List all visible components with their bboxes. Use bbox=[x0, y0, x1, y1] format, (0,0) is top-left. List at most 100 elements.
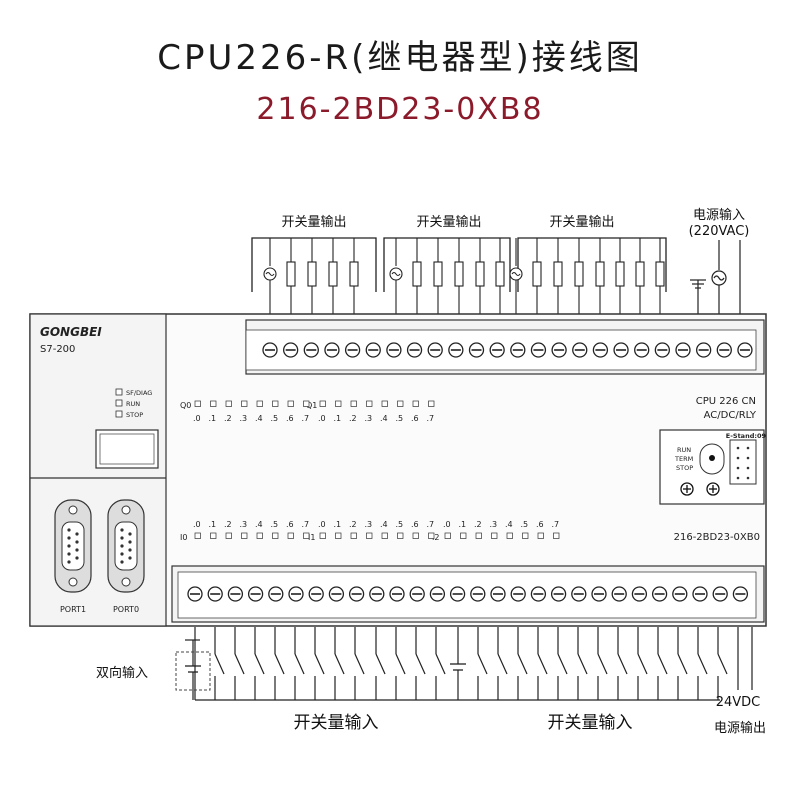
estand-label: E-Stand:09 bbox=[726, 432, 767, 440]
relay-coil-icon bbox=[286, 261, 296, 287]
terminal-screw-icon bbox=[262, 342, 278, 358]
io-indicator bbox=[335, 532, 342, 539]
input-wiring bbox=[185, 627, 753, 701]
terminal-screw-icon bbox=[389, 586, 405, 602]
diagram-title: CPU226-R(继电器型)接线图 bbox=[157, 38, 643, 78]
io-indicator bbox=[428, 400, 435, 407]
terminal-screw-icon bbox=[551, 342, 567, 358]
io-indicator bbox=[335, 400, 342, 407]
terminal-screw-icon bbox=[468, 342, 485, 358]
power-input-spec: (220VAC) bbox=[689, 224, 750, 239]
io-indicator bbox=[210, 532, 217, 539]
part-number-label: 216-2BD23-0XB0 bbox=[674, 532, 760, 543]
input-indicators: .0.1.2.3.4.5.6.7.0.1.2.3.4.5.6.7.0.1.2.3… bbox=[193, 520, 560, 539]
terminal-screw-icon bbox=[611, 586, 627, 602]
switch-contact-icon bbox=[375, 627, 386, 700]
bit-label: .0 bbox=[318, 520, 326, 529]
switch-contact-icon bbox=[577, 627, 588, 700]
io-indicator bbox=[444, 532, 451, 539]
terminal-screw-icon bbox=[651, 586, 668, 602]
switch-contact-icon bbox=[294, 627, 305, 700]
bit-label: .2 bbox=[349, 414, 357, 423]
status-leds bbox=[115, 388, 123, 418]
model-label: CPU 226 CN bbox=[696, 396, 756, 407]
bit-label: .2 bbox=[349, 520, 357, 529]
terminal-screw-icon bbox=[429, 586, 446, 602]
i2-label: I2 bbox=[432, 533, 439, 542]
bit-label: .7 bbox=[302, 520, 310, 529]
bidirectional-input-label: 双向输入 bbox=[96, 665, 148, 681]
io-indicator bbox=[475, 532, 482, 539]
bit-label: .3 bbox=[240, 520, 248, 529]
io-indicator bbox=[397, 400, 404, 407]
io-indicator bbox=[522, 532, 529, 539]
mode-switch-dot bbox=[709, 455, 715, 461]
relay-output-label-3: 开关量输出 bbox=[549, 214, 614, 230]
bit-label: .3 bbox=[365, 520, 373, 529]
terminal-screw-icon bbox=[510, 342, 526, 358]
relay-output-label-2: 开关量输出 bbox=[416, 214, 481, 230]
io-indicator bbox=[210, 400, 217, 407]
io-indicator bbox=[506, 532, 513, 539]
terminal-screw-icon bbox=[591, 586, 607, 602]
terminal-screw-icon bbox=[268, 586, 284, 602]
terminal-screw-icon bbox=[308, 586, 324, 602]
switch-contact-icon bbox=[254, 627, 265, 700]
switch-contact-icon bbox=[395, 627, 406, 700]
bit-label: .0 bbox=[193, 414, 201, 423]
bit-label: .2 bbox=[224, 520, 232, 529]
relay-coil-icon bbox=[532, 261, 542, 287]
expansion-port bbox=[729, 439, 757, 485]
relay-coil-icon bbox=[635, 261, 645, 287]
bit-label: .5 bbox=[521, 520, 529, 529]
relay-coil-icon bbox=[655, 261, 665, 287]
terminal-screw-icon bbox=[303, 342, 319, 358]
bit-label: .7 bbox=[302, 414, 310, 423]
switch-contact-icon bbox=[334, 627, 345, 700]
bit-label: .4 bbox=[505, 520, 513, 529]
switch-input-label-2: 开关量输入 bbox=[548, 713, 633, 733]
terminal-screw-icon bbox=[369, 586, 385, 602]
io-indicator bbox=[241, 400, 248, 407]
io-indicator bbox=[194, 532, 201, 539]
power-input-label: 电源输入 bbox=[693, 207, 745, 223]
terminal-screw-icon bbox=[732, 586, 749, 602]
terminal-screw-icon bbox=[613, 342, 629, 358]
terminal-screw-icon bbox=[207, 586, 223, 602]
switch-contact-icon bbox=[697, 627, 708, 700]
io-indicator bbox=[553, 532, 560, 539]
terminal-screw-icon bbox=[675, 342, 691, 358]
terminal-screw-icon bbox=[692, 586, 708, 602]
bit-label: .2 bbox=[224, 414, 232, 423]
bidirectional-input-box bbox=[175, 651, 211, 691]
db9-port-icon bbox=[107, 499, 145, 593]
bit-label: .1 bbox=[209, 414, 217, 423]
q1-label: Q1 bbox=[306, 401, 317, 410]
bit-label: .0 bbox=[443, 520, 451, 529]
terminal-screw-icon bbox=[634, 342, 650, 358]
q0-label: Q0 bbox=[180, 401, 191, 410]
terminal-screw-icon bbox=[672, 586, 688, 602]
io-indicator bbox=[319, 532, 326, 539]
output-group-frames bbox=[251, 237, 667, 292]
switch-contact-icon bbox=[517, 627, 528, 700]
bit-label: .3 bbox=[490, 520, 498, 529]
led-sf-label: SF/DIAG bbox=[126, 389, 152, 397]
top-terminal-strip bbox=[262, 342, 753, 358]
db9-port-icon bbox=[54, 499, 92, 593]
io-indicator bbox=[537, 532, 544, 539]
bit-label: .7 bbox=[427, 520, 435, 529]
bit-label: .7 bbox=[427, 414, 435, 423]
terminal-screw-icon bbox=[409, 586, 425, 602]
switch-contact-icon bbox=[415, 627, 426, 700]
terminal-screw-icon bbox=[288, 586, 304, 602]
dc-battery-icon bbox=[185, 665, 201, 673]
switch-contact-icon bbox=[557, 627, 568, 700]
terminal-screw-icon bbox=[449, 586, 466, 602]
bit-label: .4 bbox=[380, 520, 388, 529]
switch-contact-icon bbox=[657, 627, 668, 700]
io-indicator bbox=[241, 532, 248, 539]
bit-label: .4 bbox=[380, 414, 388, 423]
bit-label: .1 bbox=[334, 520, 342, 529]
